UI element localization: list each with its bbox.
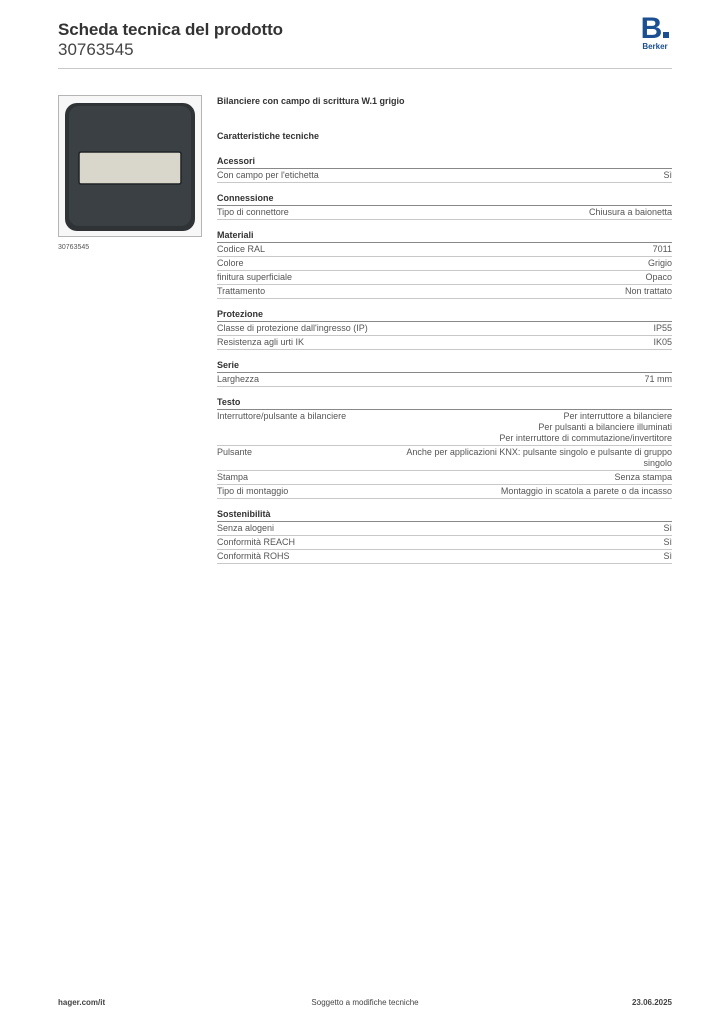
spec-row: Larghezza 71 mm (217, 373, 672, 387)
spec-value: Non trattato (624, 286, 672, 296)
spec-key: Conformità REACH (217, 537, 296, 547)
spec-row: Tipo di montaggio Montaggio in scatola a … (217, 485, 672, 499)
spec-key: Tipo di connettore (217, 207, 289, 217)
spec-key: Senza alogeni (217, 523, 275, 533)
footer-date: 23.06.2025 (631, 998, 672, 1007)
spec-value: IK05 (653, 337, 672, 347)
spec-row: Stampa Senza stampa (217, 471, 672, 485)
spec-key: Trattamento (217, 286, 266, 296)
spec-value: Per interruttore a bilanciere Per pulsan… (499, 411, 672, 443)
spec-content: Bilanciere con campo di scrittura W.1 gr… (217, 95, 672, 573)
spec-key: Colore (217, 258, 244, 268)
spec-value: Senza stampa (614, 472, 672, 482)
spec-value: Opaco (645, 272, 672, 282)
section-title: Acessori (217, 155, 672, 169)
spec-row: Senza alogeni Sì (217, 522, 672, 536)
spec-value: Sì (663, 523, 672, 533)
spec-value: Anche per applicazioni KNX: pulsante sin… (406, 447, 672, 468)
spec-row: Pulsante Anche per applicazioni KNX: puls… (217, 446, 672, 471)
section-title: Materiali (217, 229, 672, 243)
section-title: Protezione (217, 308, 672, 322)
spec-row: Classe di protezione dall'ingresso (IP) I… (217, 322, 672, 336)
product-image (58, 95, 202, 237)
product-name: Bilanciere con campo di scrittura W.1 gr… (217, 96, 405, 106)
spec-row: Resistenza agli urti IK IK05 (217, 336, 672, 350)
spec-row: Trattamento Non trattato (217, 285, 672, 299)
product-code: 30763545 (58, 40, 134, 59)
spec-key: Pulsante (217, 447, 253, 457)
spec-row: Tipo di connettore Chiusura a baionetta (217, 206, 672, 220)
spec-value: Montaggio in scatola a parete o da incas… (500, 486, 672, 496)
spec-row: Codice RAL 7011 (217, 243, 672, 257)
spec-key: Tipo di montaggio (217, 486, 289, 496)
spec-key: Conformità ROHS (217, 551, 290, 561)
characteristics-title: Caratteristiche tecniche (217, 131, 320, 141)
logo-name: Berker (642, 42, 668, 51)
spec-key: finitura superficiale (217, 272, 293, 282)
spec-key: Larghezza (217, 374, 260, 384)
page-header: Scheda tecnica del prodotto 30763545 B B… (58, 14, 672, 70)
spec-value: Sì (663, 170, 672, 180)
footer-website: hager.com/it (58, 998, 106, 1007)
spec-key: Interruttore/pulsante a bilanciere (217, 411, 347, 421)
spec-value: 71 mm (644, 374, 672, 384)
spec-value: Sì (663, 537, 672, 547)
spec-row: Conformità REACH Sì (217, 536, 672, 550)
section-title: Serie (217, 359, 672, 373)
spec-value: Chiusura a baionetta (588, 207, 672, 217)
image-caption: 30763545 (58, 244, 90, 251)
rocker-with-label-field-image (65, 103, 195, 231)
spec-row: Conformità ROHS Sì (217, 550, 672, 564)
spec-key: Stampa (217, 472, 249, 482)
footer-note: Soggetto a modifiche tecniche (311, 998, 419, 1007)
page-title: Scheda tecnica del prodotto (58, 20, 283, 39)
spec-row: Con campo per l'etichetta Sì (217, 169, 672, 183)
spec-key: Classe di protezione dall'ingresso (IP) (217, 323, 368, 333)
header-divider (58, 68, 672, 69)
spec-row: Colore Grigio (217, 257, 672, 271)
logo-letter: B (638, 14, 672, 44)
spec-value: 7011 (652, 244, 672, 254)
spec-value: IP55 (653, 323, 672, 333)
spec-key: Resistenza agli urti IK (217, 337, 305, 347)
spec-row: Interruttore/pulsante a bilanciere Per in… (217, 410, 672, 446)
spec-key: Codice RAL (217, 244, 266, 254)
berker-logo: B Berker (638, 14, 672, 51)
section-title: Testo (217, 396, 672, 410)
section-title: Sostenibilità (217, 508, 672, 522)
spec-row: finitura superficiale Opaco (217, 271, 672, 285)
section-title: Connessione (217, 192, 672, 206)
spec-key: Con campo per l'etichetta (217, 170, 319, 180)
spec-value: Grigio (647, 258, 672, 268)
spec-value: Sì (663, 551, 672, 561)
